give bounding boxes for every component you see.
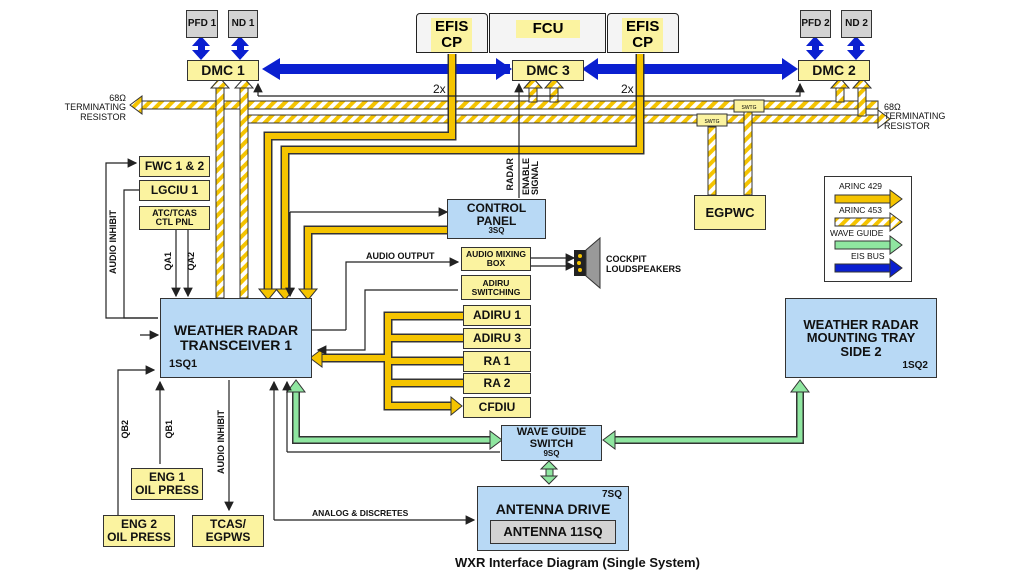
sensor-cfdiu: CFDIU <box>463 397 531 418</box>
dmc3-unit: DMC 3 <box>512 60 584 81</box>
audio-output-label: AUDIO OUTPUT <box>366 251 435 261</box>
antenna-unit: ANTENNA 11SQ <box>490 519 616 544</box>
svg-text:SWTG: SWTG <box>705 119 720 125</box>
eis-bus <box>192 36 865 80</box>
qa2-label: QA2 <box>186 252 196 271</box>
nd2-display: ND 2 <box>841 10 872 38</box>
multiplier-right: 2x <box>621 82 634 96</box>
sensor-ra1: RA 1 <box>463 351 531 372</box>
display-link-pfd1 <box>192 36 210 60</box>
legend-item-eis-bus: EIS BUS <box>851 251 885 261</box>
multiplier-left: 2x <box>433 82 446 96</box>
sensor-ra2: RA 2 <box>463 373 531 394</box>
analog-discretes-label: ANALOG & DISCRETES <box>312 508 409 518</box>
svg-text:SWTG: SWTG <box>742 105 757 111</box>
loudspeaker-icon <box>574 236 601 290</box>
legend-item-waveguide: WAVE GUIDE <box>830 228 884 238</box>
sensor-adiru3: ADIRU 3 <box>463 328 531 349</box>
audio-inhibit-bottom-label: AUDIO INHIBIT <box>216 410 226 474</box>
radar-label: RADAR <box>505 158 515 191</box>
pfd2-display: PFD 2 <box>800 10 831 38</box>
diagram-title: WXR Interface Diagram (Single System) <box>455 555 700 570</box>
egpwc-unit: EGPWC <box>694 195 766 230</box>
display-link-pfd2 <box>806 36 824 60</box>
qa1-label: QA1 <box>163 252 173 271</box>
swtg-switch-1: SWTG <box>696 113 728 127</box>
legend: ARINC 429 ARINC 453 WAVE GUIDE EIS BUS <box>824 176 912 282</box>
waveguide-links <box>286 379 810 485</box>
lgciu-unit: LGCIU 1 <box>139 180 210 201</box>
signal-lines <box>105 82 805 525</box>
nd1-display: ND 1 <box>228 10 258 38</box>
legend-item-arinc429: ARINC 429 <box>839 181 882 191</box>
swtg-switch-2: SWTG <box>733 99 765 113</box>
dmc2-unit: DMC 2 <box>798 60 870 81</box>
sensor-adiru1: ADIRU 1 <box>463 305 531 326</box>
fwc-unit: FWC 1 & 2 <box>139 156 210 177</box>
antenna-drive-unit: 7SQ ANTENNA DRIVE ANTENNA 11SQ <box>477 486 629 551</box>
audio-inhibit-left-label: AUDIO INHIBIT <box>108 210 118 274</box>
legend-item-arinc453: ARINC 453 <box>839 205 882 215</box>
qb2-label: QB2 <box>120 420 130 439</box>
display-link-nd2 <box>847 36 865 60</box>
dmc1-unit: DMC 1 <box>187 60 259 81</box>
tcas-egpws-unit: TCAS/EGPWS <box>192 515 264 547</box>
qb1-label: QB1 <box>164 420 174 439</box>
fcu-label: FCU <box>516 20 580 38</box>
display-link-nd1 <box>231 36 249 60</box>
legend-arrows <box>834 189 903 278</box>
pfd1-display: PFD 1 <box>186 10 218 38</box>
fcu-panel: FCU <box>489 13 606 53</box>
